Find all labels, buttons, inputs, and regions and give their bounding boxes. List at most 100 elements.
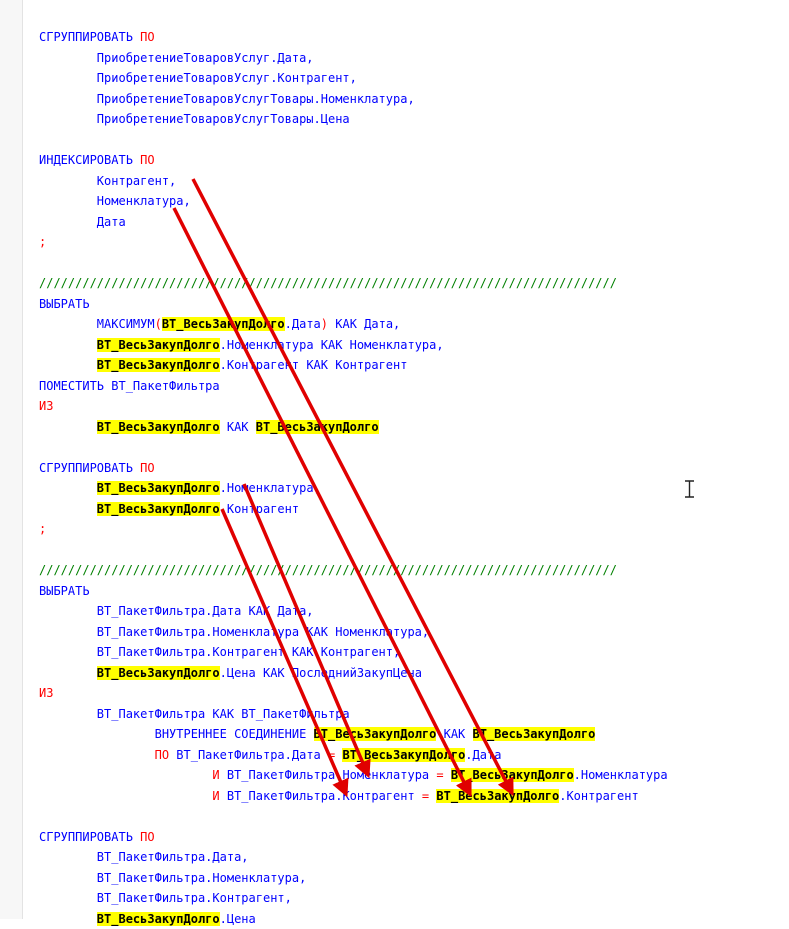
code-token: ; <box>39 522 47 536</box>
code-line[interactable]: ВТ_ВесьЗакупДолго.Контрагент <box>39 499 299 519</box>
highlighted-token: ВТ_ВесьЗакупДолго <box>96 337 220 352</box>
code-token: КАК <box>436 727 473 741</box>
code-token: .Контрагент <box>219 501 300 516</box>
code-line[interactable]: ИЗ <box>39 396 53 416</box>
text-cursor-icon <box>684 479 695 499</box>
code-token: ВТ_ПакетФильтра.Номенклатура, <box>39 870 307 885</box>
code-line[interactable]: ВТ_ВесьЗакупДолго.Контрагент КАК Контраг… <box>39 355 407 375</box>
code-token: .Контрагент КАК Контрагент <box>219 358 408 372</box>
code-line[interactable]: И ВТ_ПакетФильтра.Номенклатура = ВТ_Весь… <box>39 765 668 785</box>
code-line[interactable]: ВТ_ПакетФильтра КАК ВТ_ПакетФильтра <box>39 704 350 724</box>
code-token: .Цена КАК ПоследнийЗакупЦена <box>219 665 422 680</box>
code-token <box>39 420 97 434</box>
code-token: ВТ_ПакетФильтра.Дата КАК Дата, <box>39 604 314 618</box>
code-line[interactable]: ИЗ <box>39 683 53 703</box>
code-token: ) <box>320 317 329 331</box>
highlighted-token: ВТ_ВесьЗакупДолго <box>342 747 466 762</box>
code-token <box>39 338 97 352</box>
code-line[interactable]: ////////////////////////////////////////… <box>39 560 617 580</box>
code-token: ИЗ <box>39 686 54 700</box>
highlighted-token: ВТ_ВесьЗакупДолго <box>96 358 220 372</box>
code-token: .Дата <box>465 747 502 762</box>
code-token: ПО <box>140 460 155 475</box>
code-line[interactable]: ВТ_ВесьЗакупДолго.Цена КАК ПоследнийЗаку… <box>39 663 422 683</box>
code-token: КАК Дата, <box>328 317 401 331</box>
code-line[interactable]: ВЫБРАТЬ <box>39 294 90 314</box>
code-token: ПО <box>140 153 155 167</box>
code-token: ВНУТРЕННЕЕ СОЕДИНЕНИЕ <box>39 727 314 741</box>
highlighted-token: ВТ_ВесьЗакупДолго <box>96 481 220 495</box>
code-token: .Контрагент <box>559 788 639 803</box>
code-token <box>444 768 451 782</box>
code-token <box>39 358 97 372</box>
highlighted-token: ВТ_ВесьЗакупДолго <box>96 501 220 516</box>
code-token: .Дата <box>284 317 321 331</box>
code-line[interactable]: СГРУППИРОВАТЬ ПО <box>39 827 155 847</box>
code-token: ПриобретениеТоваровУслугТовары.Цена <box>39 112 350 126</box>
highlighted-token: ВТ_ВесьЗакупДолго <box>96 419 220 434</box>
code-token: И <box>39 768 220 782</box>
code-line[interactable]: ВТ_ВесьЗакупДолго.Номенклатура, <box>39 478 321 498</box>
code-line[interactable]: ИНДЕКСИРОВАТЬ ПО <box>39 150 155 170</box>
highlighted-token: ВТ_ВесьЗакупДолго <box>255 419 379 434</box>
code-line[interactable]: МАКСИМУМ(ВТ_ВесьЗакупДолго.Дата) КАК Дат… <box>39 314 400 334</box>
code-token: ВТ_ПакетФильтра КАК ВТ_ПакетФильтра <box>39 706 350 721</box>
code-line[interactable]: ПриобретениеТоваровУслугТовары.Цена <box>39 109 350 129</box>
code-line[interactable]: ПриобретениеТоваровУслугТовары.Номенклат… <box>39 89 415 109</box>
code-line[interactable]: ВТ_ПакетФильтра.Дата КАК Дата, <box>39 601 314 621</box>
code-token: СГРУППИРОВАТЬ <box>39 30 141 44</box>
code-line[interactable]: Номенклатура, <box>39 191 191 211</box>
highlighted-token: ВТ_ВесьЗакупДолго <box>96 665 220 680</box>
code-line[interactable]: ; <box>39 232 46 252</box>
code-token: ВТ_ПакетФильтра.Дата, <box>39 850 249 864</box>
code-token: Номенклатура, <box>39 194 191 208</box>
code-token: Дата <box>39 214 126 229</box>
code-token <box>39 666 97 680</box>
code-token: ; <box>39 235 47 249</box>
code-token: ВТ_ПакетФильтра.Номенклатура КАК Номенкл… <box>39 624 430 639</box>
code-line[interactable]: ПриобретениеТоваровУслуг.Контрагент, <box>39 68 357 88</box>
code-token: Контрагент, <box>39 173 177 188</box>
code-line[interactable]: ПриобретениеТоваровУслуг.Дата, <box>39 48 314 68</box>
code-token: = <box>436 768 444 782</box>
code-line[interactable]: ВТ_ПакетФильтра.Дата, <box>39 847 249 867</box>
code-token: ПриобретениеТоваровУслугТовары.Номенклат… <box>39 91 415 106</box>
code-line[interactable]: Контрагент, <box>39 171 176 191</box>
code-line[interactable]: ВТ_ПакетФильтра.Контрагент КАК Контраген… <box>39 642 400 662</box>
code-token: ВТ_ПакетФильтра.Контрагент <box>219 788 422 803</box>
code-line[interactable]: Дата <box>39 212 126 232</box>
code-token: .Номенклатура КАК Номенклатура, <box>219 337 444 352</box>
code-line[interactable]: ПОМЕСТИТЬ ВТ_ПакетФильтра <box>39 376 220 396</box>
highlighted-token: ВТ_ВесьЗакупДолго <box>161 317 285 331</box>
comment-token: ////////////////////////////////////////… <box>39 563 617 577</box>
code-token: ВТ_ПакетФильтра.Дата <box>169 747 328 762</box>
code-token: ВТ_ПакетФильтра.Контрагент, <box>39 891 292 905</box>
highlighted-token: ВТ_ВесьЗакупДолго <box>472 727 596 741</box>
code-token: ВТ_ПакетФильтра.Контрагент КАК Контраген… <box>39 645 401 659</box>
highlighted-token: ВТ_ВесьЗакупДолго <box>450 768 574 782</box>
code-token: ПриобретениеТоваровУслуг.Дата, <box>39 50 314 65</box>
code-token <box>39 481 97 495</box>
code-line[interactable]: ПО ВТ_ПакетФильтра.Дата = ВТ_ВесьЗакупДо… <box>39 745 501 765</box>
code-line[interactable]: ВТ_ПакетФильтра.Контрагент, <box>39 888 292 908</box>
code-line[interactable]: ВТ_ПакетФильтра.Номенклатура, <box>39 868 307 888</box>
code-line[interactable]: ВТ_ВесьЗакупДолго.Номенклатура КАК Номен… <box>39 335 444 355</box>
code-line[interactable]: СГРУППИРОВАТЬ ПО <box>39 458 155 478</box>
code-line[interactable]: СГРУППИРОВАТЬ ПО <box>39 27 155 47</box>
code-line[interactable]: ////////////////////////////////////////… <box>39 273 617 293</box>
code-line[interactable]: И ВТ_ПакетФильтра.Контрагент = ВТ_ВесьЗа… <box>39 786 639 806</box>
code-line[interactable]: ВТ_ПакетФильтра.Номенклатура КАК Номенкл… <box>39 622 429 642</box>
code-token: И <box>39 788 220 803</box>
code-token: КАК <box>219 419 256 434</box>
code-token: ИНДЕКСИРОВАТЬ <box>39 153 141 167</box>
code-line[interactable]: ВЫБРАТЬ <box>39 581 90 601</box>
code-line[interactable]: ; <box>39 519 46 539</box>
code-token: ПриобретениеТоваровУслуг.Контрагент, <box>39 71 357 85</box>
code-line[interactable]: ВТ_ВесьЗакупДолго КАК ВТ_ВесьЗакупДолго <box>39 417 379 437</box>
code-line[interactable]: ВНУТРЕННЕЕ СОЕДИНЕНИЕ ВТ_ВесьЗакупДолго … <box>39 724 596 744</box>
comment-token: ////////////////////////////////////////… <box>39 276 617 290</box>
code-token: ПО <box>39 747 170 762</box>
code-token: ВЫБРАТЬ <box>39 296 90 311</box>
